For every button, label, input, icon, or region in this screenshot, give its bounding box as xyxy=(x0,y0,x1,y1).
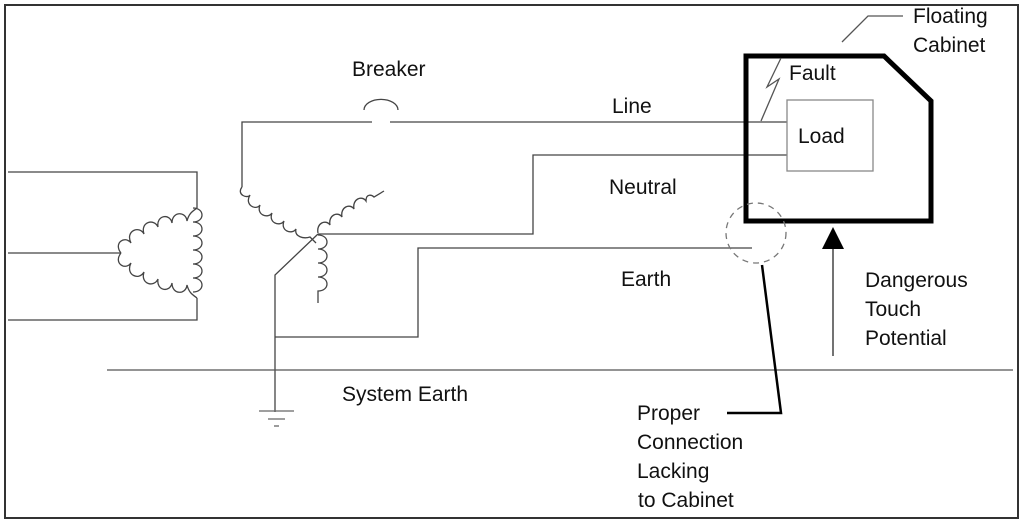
missing-connection-pointer xyxy=(727,264,783,415)
line-label: Line xyxy=(612,95,652,118)
floating-cabinet xyxy=(743,53,934,224)
load-box xyxy=(786,99,874,172)
proper-connection-label-line2: Connection xyxy=(637,431,744,454)
neutral-ground-conductor xyxy=(274,233,319,412)
proper-connection-label-line4: to Cabinet xyxy=(638,489,734,512)
proper-connection-label-line1: Proper xyxy=(637,402,701,425)
touch-potential-label-line2: Touch xyxy=(865,298,922,321)
delta-coil-lower xyxy=(117,252,198,299)
touch-potential-label-line1: Dangerous xyxy=(865,269,968,292)
earth-wire xyxy=(275,247,752,338)
fault-lightning-icon xyxy=(760,57,782,122)
cabinet-leader-line xyxy=(841,15,903,43)
breaker-symbol xyxy=(363,98,788,123)
breaker-label: Breaker xyxy=(352,58,426,81)
breaker-arc xyxy=(363,98,399,111)
diagram-frame xyxy=(4,4,1019,519)
ground-icon xyxy=(259,410,294,427)
neutral-wire xyxy=(318,154,788,235)
touch-potential-label-line3: Potential xyxy=(865,327,947,350)
primary-feed-bottom xyxy=(8,298,198,321)
line-wire-left xyxy=(241,121,370,187)
wye-coil-lower xyxy=(317,234,328,303)
neutral-label: Neutral xyxy=(609,176,677,199)
load-label: Load xyxy=(798,125,845,148)
delta-coil-right xyxy=(192,207,203,293)
secondary-wye-winding xyxy=(239,121,788,412)
primary-feed-top xyxy=(8,171,198,208)
wye-coil-upper-right xyxy=(317,190,385,234)
proper-connection-label-line3: Lacking xyxy=(637,460,710,483)
floating-cabinet-label-line2: Cabinet xyxy=(913,34,986,57)
system-earth-label: System Earth xyxy=(342,383,469,406)
missing-connection-circle xyxy=(725,202,787,264)
earth-label: Earth xyxy=(621,268,672,291)
fault-label: Fault xyxy=(789,62,836,85)
primary-delta-winding xyxy=(8,171,203,321)
delta-coil-upper xyxy=(117,207,198,254)
wye-coil-upper-left xyxy=(239,186,317,244)
floating-cabinet-label-line1: Floating xyxy=(913,5,988,28)
touch-potential-arrowhead-icon xyxy=(822,227,844,249)
